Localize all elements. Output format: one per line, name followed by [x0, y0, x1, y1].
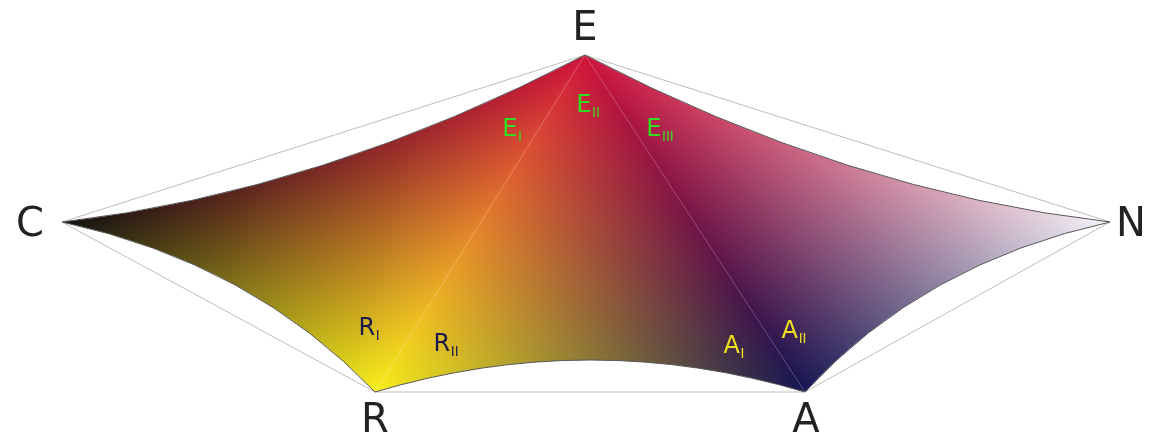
sector-label: AI	[724, 333, 745, 357]
label-letter: R	[433, 329, 450, 357]
label-letter: E	[576, 90, 591, 118]
sector-label: EI	[502, 116, 522, 140]
surface-border	[62, 55, 1110, 392]
label-letter: E	[572, 3, 597, 49]
guide-line	[585, 55, 1110, 222]
sector-label: AII	[782, 318, 807, 342]
label-letter: A	[792, 395, 819, 439]
label-subscript: I	[376, 328, 380, 343]
guide-line	[805, 222, 1110, 392]
label-subscript: II	[799, 331, 807, 346]
guide-line	[375, 392, 805, 393]
vertex-label: R	[361, 398, 389, 438]
label-letter: E	[646, 114, 661, 142]
label-subscript: I	[518, 129, 522, 144]
sector-label: RI	[358, 315, 379, 339]
label-letter: R	[361, 395, 389, 439]
label-letter: N	[1116, 199, 1146, 245]
label-letter: R	[358, 313, 375, 341]
label-letter: C	[16, 199, 44, 245]
vertex-label: E	[572, 6, 597, 46]
vertex-label: C	[16, 202, 44, 242]
guide-line	[62, 55, 585, 222]
label-subscript: III	[662, 129, 674, 144]
label-subscript: II	[451, 344, 459, 359]
label-subscript: I	[741, 346, 745, 361]
vertex-label: N	[1116, 202, 1146, 242]
label-subscript: II	[592, 105, 600, 120]
guide-line	[62, 222, 375, 392]
label-letter: A	[782, 316, 798, 344]
sector-label: EII	[576, 92, 600, 116]
label-letter: A	[724, 331, 740, 359]
sector-label: RII	[433, 331, 458, 355]
vertex-label: A	[792, 398, 819, 438]
label-letter: E	[502, 114, 517, 142]
sector-label: EIII	[646, 116, 674, 140]
